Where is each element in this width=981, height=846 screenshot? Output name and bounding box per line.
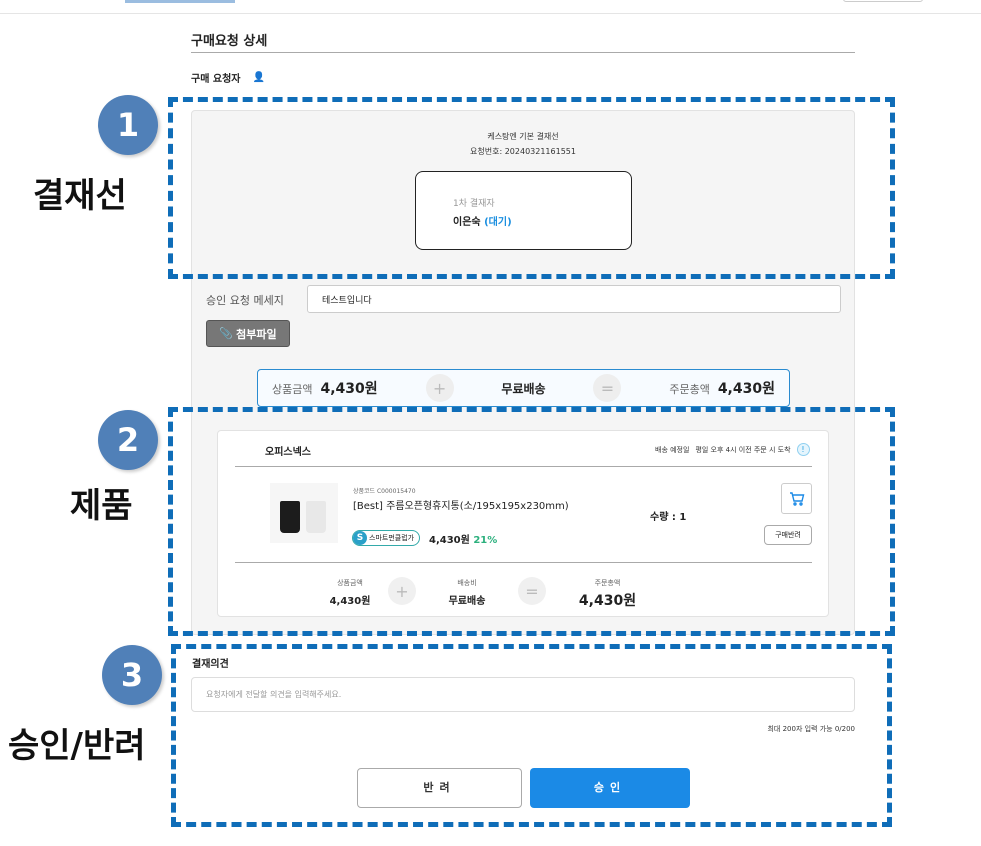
requester-label: 구매 요청자 bbox=[191, 74, 241, 85]
delivery-text: 평일 오후 4시 이전 주문 시 도착 bbox=[695, 445, 791, 454]
label: 배송비 bbox=[457, 579, 477, 587]
annotation-label-2: 제품 bbox=[70, 486, 133, 526]
reject-button[interactable]: 반려 bbox=[357, 768, 522, 808]
requester: 구매 요청자 👤 bbox=[191, 70, 265, 85]
approver-name: 이은숙 bbox=[453, 217, 481, 228]
approver-status: (대기) bbox=[484, 217, 512, 228]
product-amount: 4,430원 bbox=[320, 381, 378, 397]
product-amount-label: 상품금액 bbox=[272, 383, 313, 396]
request-message-field[interactable]: 테스트입니다 bbox=[307, 285, 841, 313]
paperclip-icon: 📎 bbox=[219, 327, 234, 340]
top-header bbox=[0, 0, 981, 14]
total-label: 주문총액 bbox=[669, 383, 710, 396]
value: 무료배송 bbox=[448, 596, 486, 607]
annotation-label-3: 승인/반려 bbox=[8, 726, 146, 766]
approval-line-name: 케스탕엔 기본 결재선 bbox=[487, 132, 559, 141]
logo[interactable] bbox=[125, 0, 235, 3]
annotation-number-2: 2 bbox=[98, 410, 158, 470]
price-value: 4,430원 bbox=[429, 535, 470, 546]
divider bbox=[191, 52, 855, 53]
product-image[interactable] bbox=[270, 483, 338, 543]
annotation-number-1: 1 bbox=[98, 95, 158, 155]
product-code: 상품코드 C000015470 bbox=[353, 488, 416, 495]
attachment-button[interactable]: 📎첨부파일 bbox=[206, 320, 290, 347]
annotation-box-2 bbox=[168, 407, 895, 636]
approver-label: 1차 결재자 bbox=[453, 199, 495, 209]
annotation-number-3: 3 bbox=[102, 645, 162, 705]
equals-icon: = bbox=[593, 374, 622, 402]
attachment-label: 첨부파일 bbox=[236, 327, 277, 341]
plus-icon: + bbox=[388, 577, 416, 605]
annotation-label-1: 결재선 bbox=[33, 176, 127, 216]
annotation-box-3 bbox=[171, 644, 892, 827]
smart-badge-icon: S bbox=[353, 531, 367, 545]
cart-button[interactable] bbox=[781, 483, 812, 514]
user-icon[interactable]: 👤 bbox=[252, 72, 265, 83]
delivery-info: 배송 예정일 평일 오후 4시 이전 주문 시 도착! bbox=[655, 443, 810, 456]
annotation-box-1 bbox=[168, 97, 895, 279]
vendor-name: 오피스넥스 bbox=[265, 447, 311, 458]
label: 주문총액 bbox=[594, 579, 621, 587]
card-product-amount: 상품금액 4,430원 bbox=[315, 578, 385, 607]
equals-icon: = bbox=[518, 577, 546, 605]
product-price: 4,430원 21% bbox=[429, 531, 497, 546]
reject-item-button[interactable]: 구매반려 bbox=[764, 525, 812, 545]
total-amount: 4,430원 bbox=[717, 381, 775, 397]
char-count: 최대 200자 입력 가능 0/200 bbox=[767, 725, 855, 733]
product-name[interactable]: [Best] 주름오픈형휴지통(소/195x195x230mm) bbox=[353, 501, 569, 512]
card-total: 주문총액 4,430원 bbox=[570, 578, 645, 610]
opinion-input[interactable]: 요청자에게 전달할 의견을 입력해주세요. bbox=[191, 677, 855, 712]
discount-rate: 21% bbox=[473, 535, 498, 546]
plus-icon: + bbox=[425, 374, 454, 402]
request-message-label: 승인 요청 메세지 bbox=[206, 294, 284, 307]
shipping-value: 무료배송 bbox=[501, 381, 546, 396]
opinion-title: 결재의견 bbox=[192, 659, 229, 670]
value: 4,430원 bbox=[329, 596, 371, 607]
quantity: 수량 : 1 bbox=[650, 512, 687, 523]
approve-button[interactable]: 승인 bbox=[530, 768, 690, 808]
info-icon[interactable]: ! bbox=[796, 443, 810, 456]
badge-label: 스마트펀클럽가 bbox=[369, 534, 415, 542]
request-number: 요청번호: 20240321161551 bbox=[470, 147, 576, 156]
delivery-label: 배송 예정일 bbox=[655, 445, 690, 454]
divider bbox=[235, 562, 812, 563]
approver-card: 1차 결재자 이은숙 (대기) bbox=[415, 171, 632, 250]
label: 상품금액 bbox=[337, 579, 363, 587]
page-title: 구매요청 상세 bbox=[191, 34, 268, 49]
divider bbox=[235, 466, 812, 467]
cart-icon bbox=[789, 491, 804, 506]
value: 4,430원 bbox=[578, 593, 637, 609]
order-summary: 상품금액 4,430원 + 무료배송 = 주문총액 4,430원 bbox=[257, 369, 790, 407]
header-button[interactable] bbox=[843, 0, 923, 2]
